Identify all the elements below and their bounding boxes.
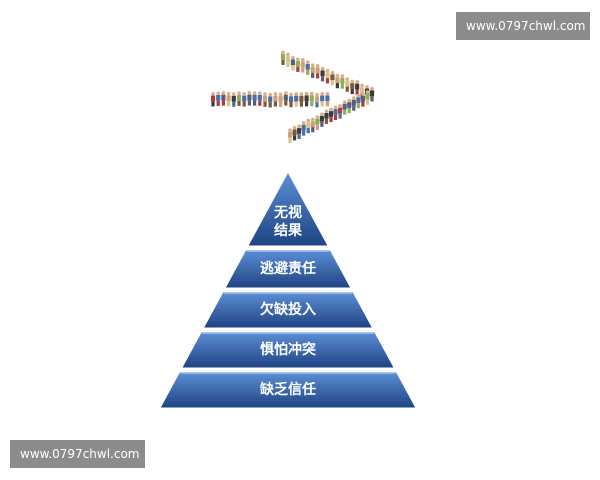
pyramid-tier-1 — [247, 170, 329, 247]
pyramid-tier-label: 缺乏信任 — [260, 381, 316, 398]
pyramid-tier-label: 欠缺投入 — [260, 301, 316, 318]
pyramid-tier-label: 结果 — [274, 222, 303, 239]
pyramid-tier-4 — [180, 331, 396, 369]
pyramid-tier-label: 逃避责任 — [260, 260, 316, 277]
pyramid-tier-5 — [159, 371, 417, 409]
pyramid-tier-label: 无视 — [273, 204, 302, 221]
watermark-bottom: www.0797chwl.com — [10, 440, 145, 468]
pyramid-tier-2 — [224, 249, 352, 289]
pyramid-tier-label: 惧怕冲突 — [260, 341, 316, 358]
watermark-top: www.0797chwl.com — [456, 12, 590, 40]
pyramid-tier-3 — [202, 291, 374, 329]
